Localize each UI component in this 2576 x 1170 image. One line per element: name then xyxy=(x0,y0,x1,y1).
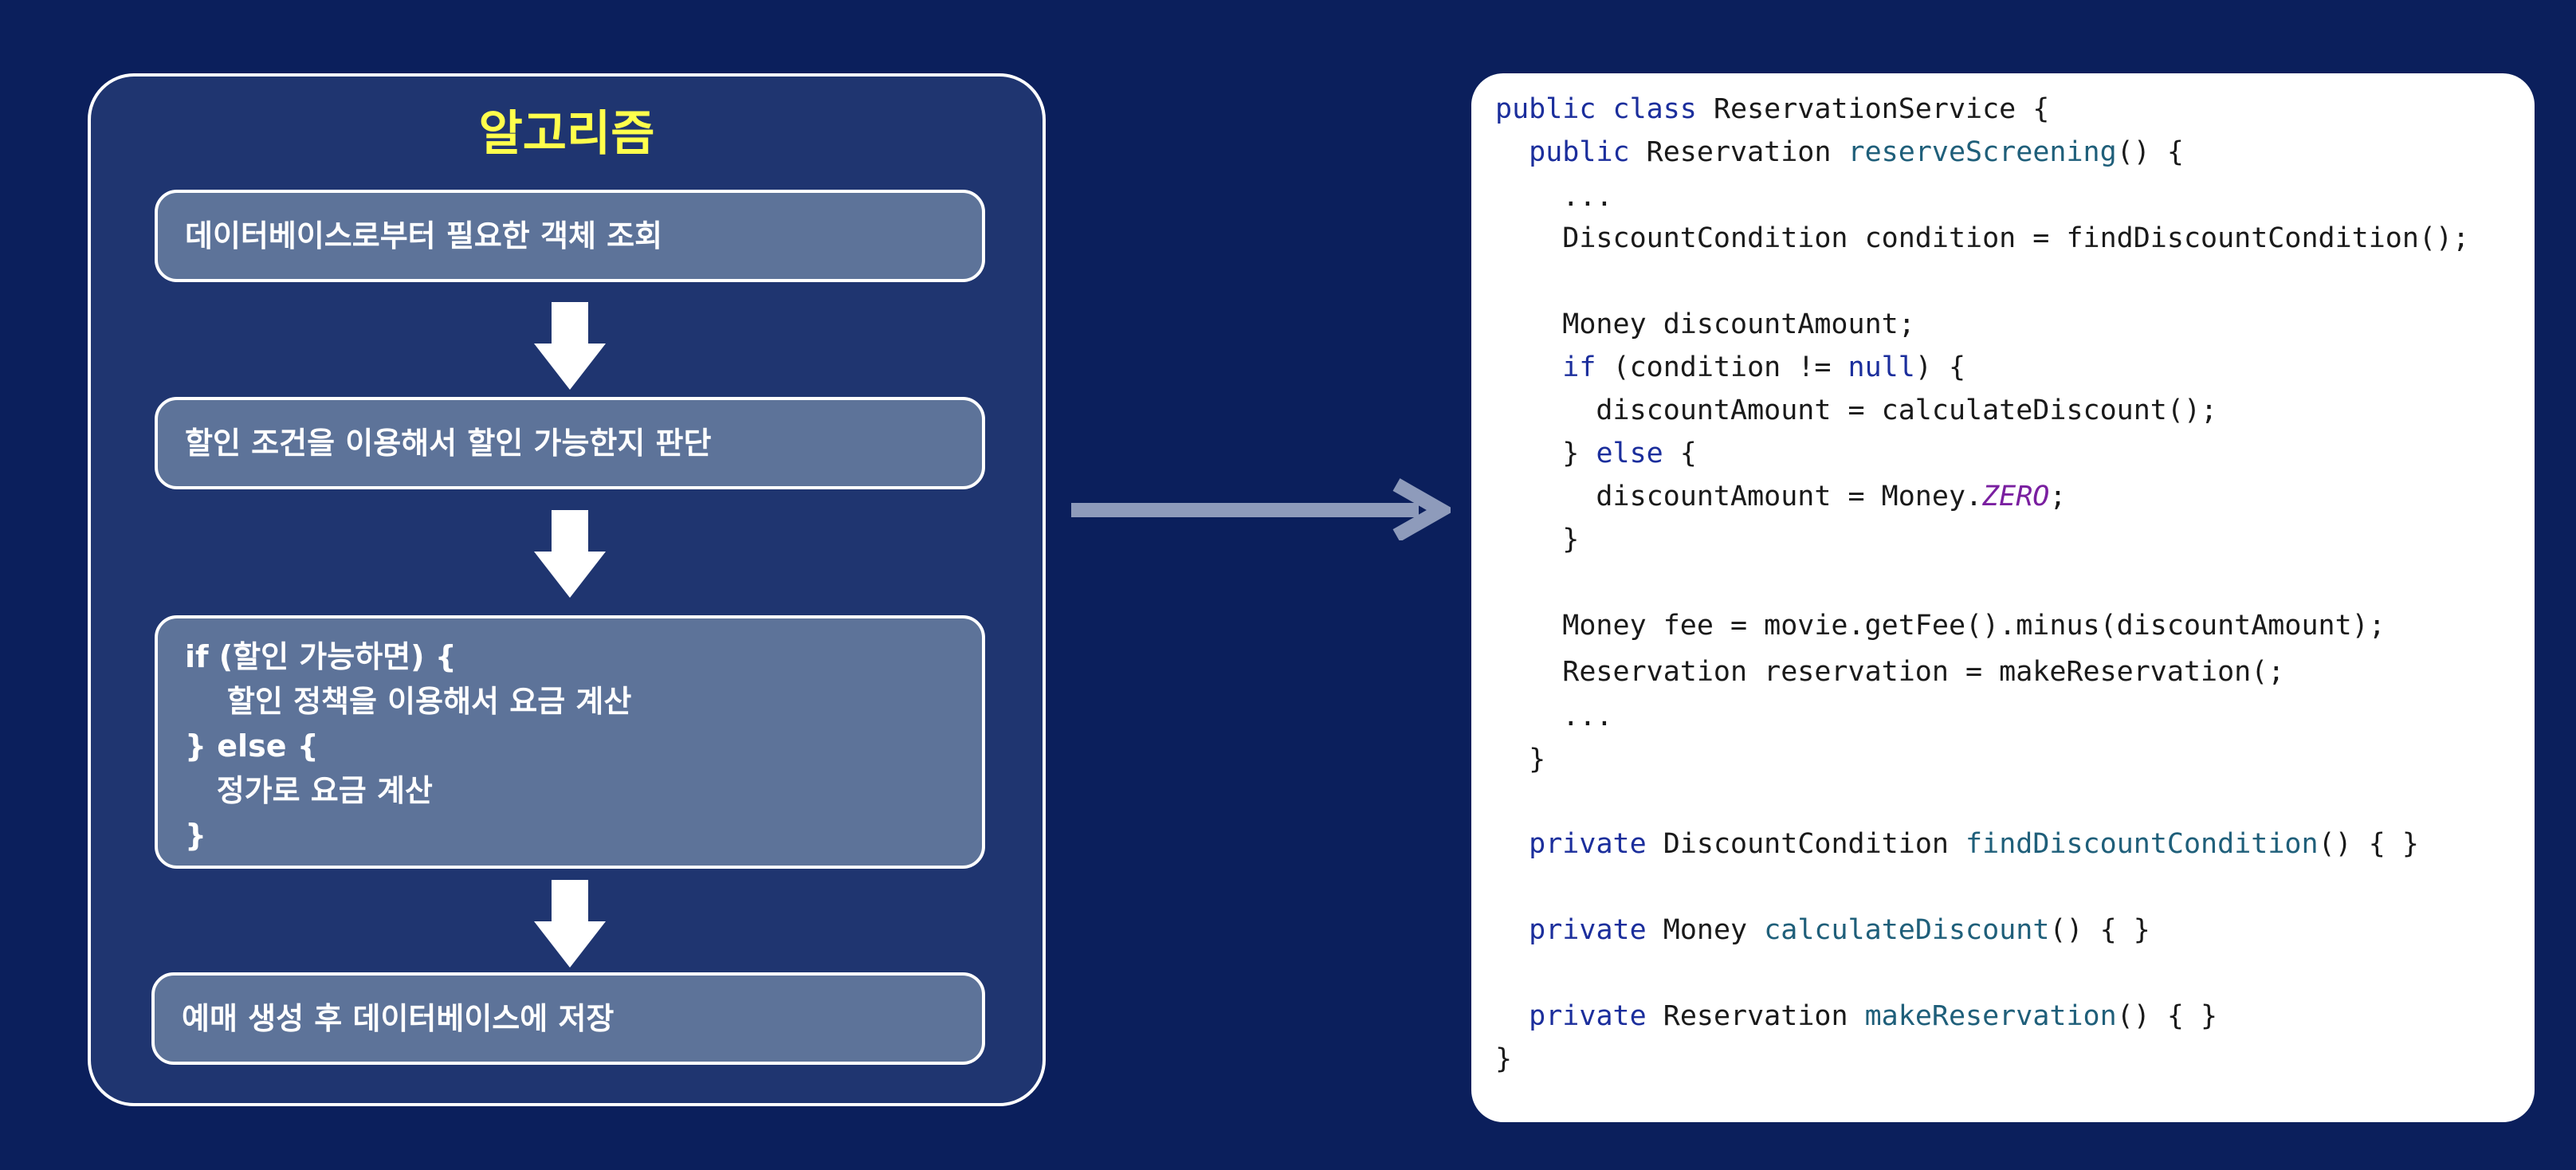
code-token: () { } xyxy=(2318,828,2419,860)
code-token: makeReservation xyxy=(1864,1000,2117,1032)
code-token: (condition != xyxy=(1596,351,1848,383)
code-token: class xyxy=(1612,93,1697,125)
code-line: public class ReservationService { xyxy=(1495,88,2049,131)
code-token: reserveScreening xyxy=(1848,136,2117,168)
step-text: 데이터베이스로부터 필요한 객체 조회 xyxy=(185,218,663,253)
code-token: calculateDiscount xyxy=(1764,914,2050,946)
code-line: ... xyxy=(1495,695,1613,738)
code-line: discountAmount = Money.ZERO; xyxy=(1495,475,2066,518)
code-token: public xyxy=(1529,136,1630,168)
code-panel: public class ReservationService { public… xyxy=(1471,73,2535,1122)
code-token: private xyxy=(1529,1000,1647,1032)
right-arrow-icon xyxy=(1071,478,1451,540)
code-line: } xyxy=(1495,518,1579,561)
code-token: null xyxy=(1848,351,1915,383)
step-check-discount: 할인 조건을 이용해서 할인 가능한지 판단 xyxy=(155,397,985,489)
code-line: Money fee = movie.getFee().minus(discoun… xyxy=(1495,604,2386,647)
code-line: } xyxy=(1495,1038,1512,1081)
code-token: Reservation reservation = makeReservatio… xyxy=(1495,656,2285,688)
code-token: () { } xyxy=(2116,1000,2218,1032)
code-token: DiscountCondition xyxy=(1646,828,1966,860)
code-token: () { } xyxy=(2049,914,2150,946)
down-arrow-icon xyxy=(534,880,606,968)
algorithm-title: 알고리즘 xyxy=(478,106,655,162)
step-text-line: } else { xyxy=(185,728,319,764)
code-token: ) { xyxy=(1914,351,1966,383)
code-token: Reservation xyxy=(1646,1000,1865,1032)
step-fetch-objects: 데이터베이스로부터 필요한 객체 조회 xyxy=(155,190,985,282)
code-token xyxy=(1596,93,1612,125)
step-text: 할인 조건을 이용해서 할인 가능한지 판단 xyxy=(185,426,712,461)
down-arrow-icon xyxy=(534,510,606,598)
code-token: () { xyxy=(2116,136,2184,168)
code-line: private Money calculateDiscount() { } xyxy=(1495,909,2150,952)
code-line: private Reservation makeReservation() { … xyxy=(1495,995,2217,1038)
code-token: DiscountCondition condition = findDiscou… xyxy=(1495,222,2470,254)
code-token xyxy=(1495,351,1562,383)
code-token: discountAmount = Money. xyxy=(1495,481,1983,512)
code-token: ... xyxy=(1495,181,1613,213)
code-token xyxy=(1495,828,1529,860)
code-token xyxy=(1495,1000,1529,1032)
code-line: Reservation reservation = makeReservatio… xyxy=(1495,650,2284,693)
code-token: ... xyxy=(1495,701,1613,732)
code-line: discountAmount = calculateDiscount(); xyxy=(1495,389,2217,432)
code-token: Money fee = movie.getFee().minus(discoun… xyxy=(1495,610,2386,642)
code-line: } else { xyxy=(1495,432,1697,475)
step-save-reservation: 예매 생성 후 데이터베이스에 저장 xyxy=(151,972,985,1065)
code-token: ZERO xyxy=(1982,481,2050,512)
code-token: ; xyxy=(2049,481,2067,512)
code-line: public Reservation reserveScreening() { xyxy=(1495,131,2184,174)
code-token: } xyxy=(1495,438,1596,469)
step-text-line: } xyxy=(185,818,207,853)
step-text: 예매 생성 후 데이터베이스에 저장 xyxy=(182,1001,615,1036)
code-line: } xyxy=(1495,738,1545,781)
code-token: findDiscountCondition xyxy=(1965,828,2319,860)
code-line: if (condition != null) { xyxy=(1495,346,1965,389)
code-token xyxy=(1495,136,1529,168)
step-calculate-fee: if (할인 가능하면) { 할인 정책을 이용해서 요금 계산 } else … xyxy=(155,615,985,869)
code-line: Money discountAmount; xyxy=(1495,303,1915,346)
step-text-line: 정가로 요금 계산 xyxy=(185,773,433,808)
code-token: discountAmount = calculateDiscount(); xyxy=(1495,395,2218,426)
code-line: DiscountCondition condition = findDiscou… xyxy=(1495,217,2469,260)
code-token: if xyxy=(1562,351,1596,383)
step-text-line: 할인 정책을 이용해서 요금 계산 xyxy=(185,684,632,719)
code-token: Money discountAmount; xyxy=(1495,308,1915,340)
code-token: ReservationService { xyxy=(1696,93,2050,125)
code-token xyxy=(1495,914,1529,946)
code-token: private xyxy=(1529,914,1647,946)
code-token: Reservation xyxy=(1629,136,1848,168)
code-token: { xyxy=(1663,438,1697,469)
code-token: } xyxy=(1495,524,1580,556)
code-token: } xyxy=(1495,1043,1513,1075)
step-text-line: if (할인 가능하면) { xyxy=(185,639,457,674)
down-arrow-icon xyxy=(534,302,606,390)
algorithm-panel: 알고리즘 데이터베이스로부터 필요한 객체 조회 할인 조건을 이용해서 할인 … xyxy=(88,73,1046,1106)
code-token: } xyxy=(1495,744,1546,775)
code-token: else xyxy=(1596,438,1663,469)
code-token: public xyxy=(1495,93,1596,125)
code-token: Money xyxy=(1646,914,1765,946)
code-token: private xyxy=(1529,828,1647,860)
code-line: private DiscountCondition findDiscountCo… xyxy=(1495,823,2419,866)
code-line: ... xyxy=(1495,175,1613,218)
